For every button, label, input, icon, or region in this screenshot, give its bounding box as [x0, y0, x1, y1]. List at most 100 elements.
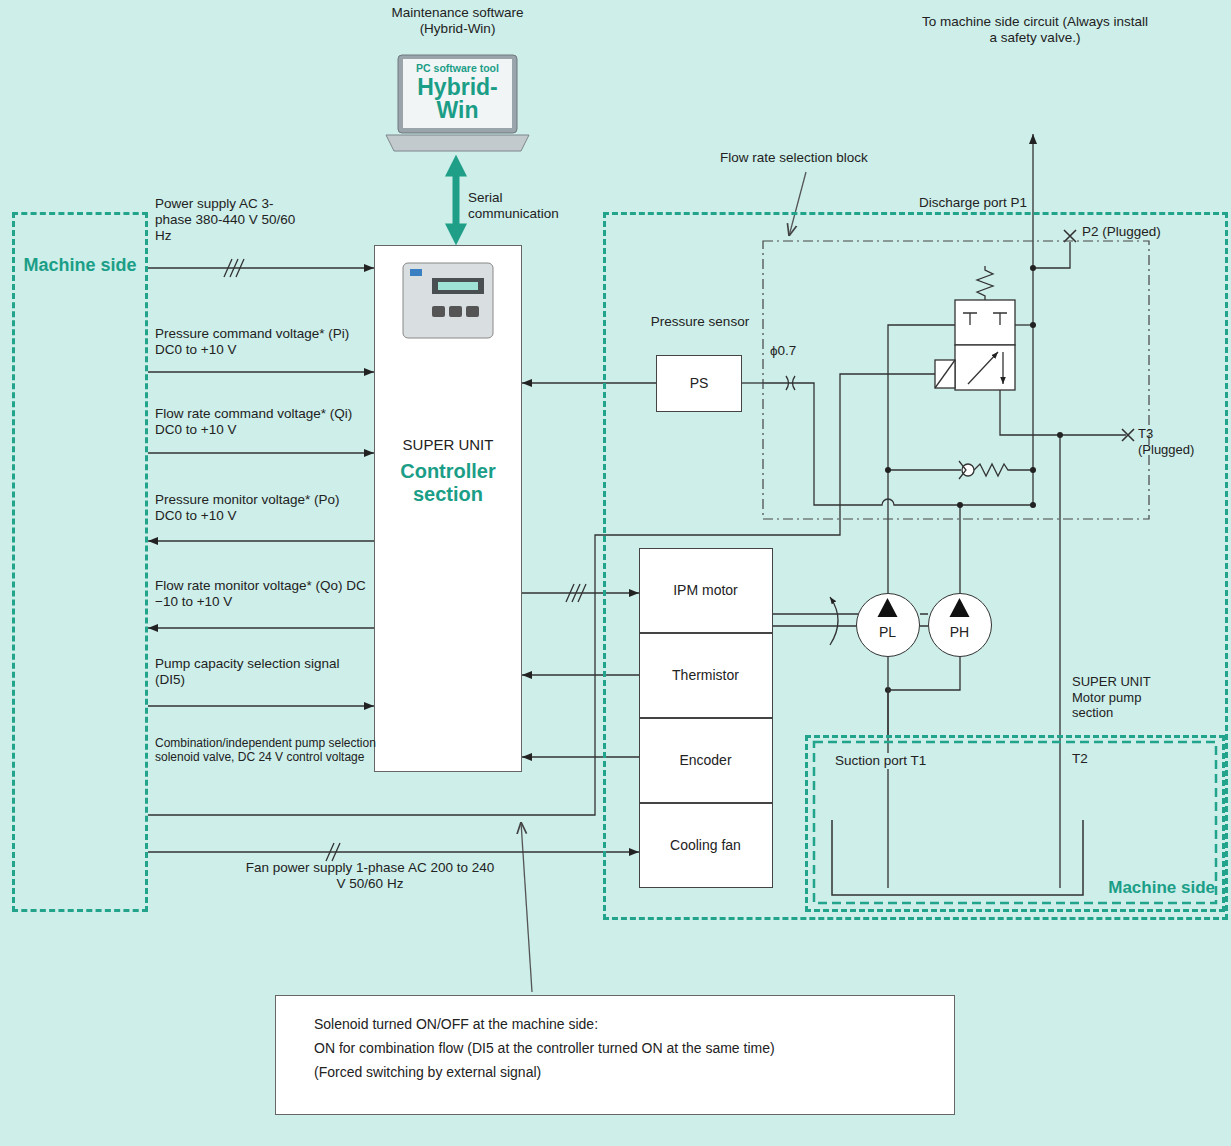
tank-box: Suction port T1 T2Machine side — [805, 735, 1225, 912]
node-text: Flow rate selection block — [720, 150, 920, 166]
node-text: Machine side — [1093, 878, 1215, 898]
rotation-arrow — [830, 597, 838, 645]
port-label: To machine side circuit (Always install … — [920, 14, 1150, 46]
signal-label: Pressure command voltage* (Pi) DC0 to +1… — [155, 326, 370, 358]
node-text: Suction port T1 — [833, 753, 928, 769]
leader-line — [521, 822, 532, 992]
signal-line — [773, 613, 858, 614]
signal-line — [148, 452, 374, 453]
controller-box: SUPER UNITController section — [374, 245, 522, 772]
valve-flow-arrow — [1002, 352, 1003, 384]
region-box: Flow rate selection block Pressure sensor… — [603, 212, 1228, 920]
junction-dot — [1030, 322, 1036, 328]
signal-label: Fan power supply 1-phase AC 200 to 240 V… — [245, 860, 495, 892]
solenoid-wire — [840, 374, 935, 520]
panel-button — [449, 306, 462, 317]
software-icon: Maintenance software (Hybrid-Win) PC soft… — [380, 5, 535, 155]
drain-line — [1059, 435, 1060, 520]
pump-symbol: PL — [856, 593, 920, 657]
node-text: Solenoid turned ON/OFF at the machine si… — [314, 1016, 934, 1033]
signal-label: Power supply AC 3-phase 380-440 V 50/60 … — [155, 196, 305, 245]
node-text: Encoder — [640, 752, 771, 769]
check-valve-seat — [959, 461, 966, 479]
signal-label: Pressure monitor voltage* (Po) DC0 to +1… — [155, 492, 370, 524]
check-valve-spring — [974, 464, 1033, 476]
valve-envelope — [955, 345, 1015, 390]
junction-dot — [1030, 467, 1036, 473]
valve-block: Flow rate selection block — [762, 240, 1150, 520]
junction-dot — [1057, 432, 1063, 438]
valve-spring — [977, 266, 993, 300]
signal-line — [148, 851, 639, 852]
node-text: PS — [657, 375, 741, 392]
node-text: Controller section — [375, 460, 521, 506]
node-text: Thermistor — [640, 667, 771, 684]
signal-line — [522, 674, 639, 675]
pump-symbol: PH — [928, 593, 992, 657]
sensor-box: Pressure sensorPS — [656, 355, 742, 412]
fan-box: Cooling fan — [639, 803, 773, 888]
pump-triangle — [950, 598, 970, 617]
drain-line — [1000, 390, 1126, 435]
node-text: Cooling fan — [640, 837, 771, 854]
node-text: IPM motor — [640, 582, 771, 599]
signal-line — [522, 382, 656, 383]
note-box: Solenoid turned ON/OFF at the machine si… — [275, 995, 955, 1115]
panel-face — [403, 263, 493, 338]
signal-line — [522, 756, 639, 757]
check-valve-ball — [962, 464, 974, 476]
panel-display — [432, 278, 484, 294]
signal-label: Flow rate command voltage* (Qi) DC0 to +… — [155, 406, 370, 438]
port-label: P2 (Plugged) — [1082, 224, 1202, 240]
node-text: ON for combination flow (DI5 at the cont… — [314, 1040, 934, 1057]
port-label: Discharge port P1 — [880, 195, 1027, 211]
signal-line — [887, 520, 888, 593]
junction-dot — [885, 467, 891, 473]
node-text: (Forced switching by external signal) — [314, 1064, 934, 1081]
junction-dot — [957, 502, 963, 508]
signal-label: Pump capacity selection signal (DI5) — [155, 656, 370, 688]
panel-button — [432, 306, 445, 317]
plug-mark — [1064, 230, 1076, 242]
signal-line — [959, 520, 960, 593]
tank-outline — [814, 742, 1216, 903]
block-outline — [762, 240, 1150, 520]
signal-line — [522, 592, 639, 593]
signal-line — [888, 657, 960, 735]
discharge-line — [1032, 134, 1033, 505]
junction-dot — [1030, 502, 1036, 508]
leader-line — [789, 172, 806, 236]
signal-label: Combination/independent pump selection s… — [155, 736, 377, 765]
port-label: ϕ0.7 — [770, 343, 820, 359]
sensor-box: Encoder — [639, 718, 773, 803]
signal-line — [742, 382, 762, 383]
node-text: SUPER UNIT Motor pump section — [1072, 674, 1186, 721]
panel-logo — [410, 269, 422, 276]
signal-line — [148, 371, 374, 372]
node-text: Machine side — [15, 255, 145, 277]
plug-mark — [1122, 429, 1134, 441]
laptop-base — [386, 135, 529, 151]
port-label: T3 (Plugged) — [1138, 426, 1210, 457]
node-text: PL — [857, 624, 918, 641]
signal-label: Flow rate monitor voltage* (Qo) DC −10 t… — [155, 578, 370, 610]
node-text: T2 — [1072, 751, 1112, 767]
pipe-line — [888, 325, 955, 520]
solenoid-symbol — [935, 360, 955, 388]
region-box: Machine side — [12, 212, 148, 912]
motor-box: IPM motor — [639, 548, 773, 633]
signal-line — [148, 705, 374, 706]
valve-envelope — [955, 300, 1015, 345]
node-text: Maintenance software (Hybrid-Win) — [380, 5, 535, 37]
block-outline — [763, 241, 1149, 519]
panel-button — [466, 306, 479, 317]
node-text: PC software tool — [380, 62, 535, 75]
sensor-box: Thermistor — [639, 633, 773, 718]
panel-display — [438, 282, 478, 290]
node-text: Hybrid-Win — [405, 76, 510, 123]
signal-line — [1059, 520, 1060, 735]
valve-flow-arrow — [968, 352, 998, 384]
signal-line — [148, 627, 374, 628]
